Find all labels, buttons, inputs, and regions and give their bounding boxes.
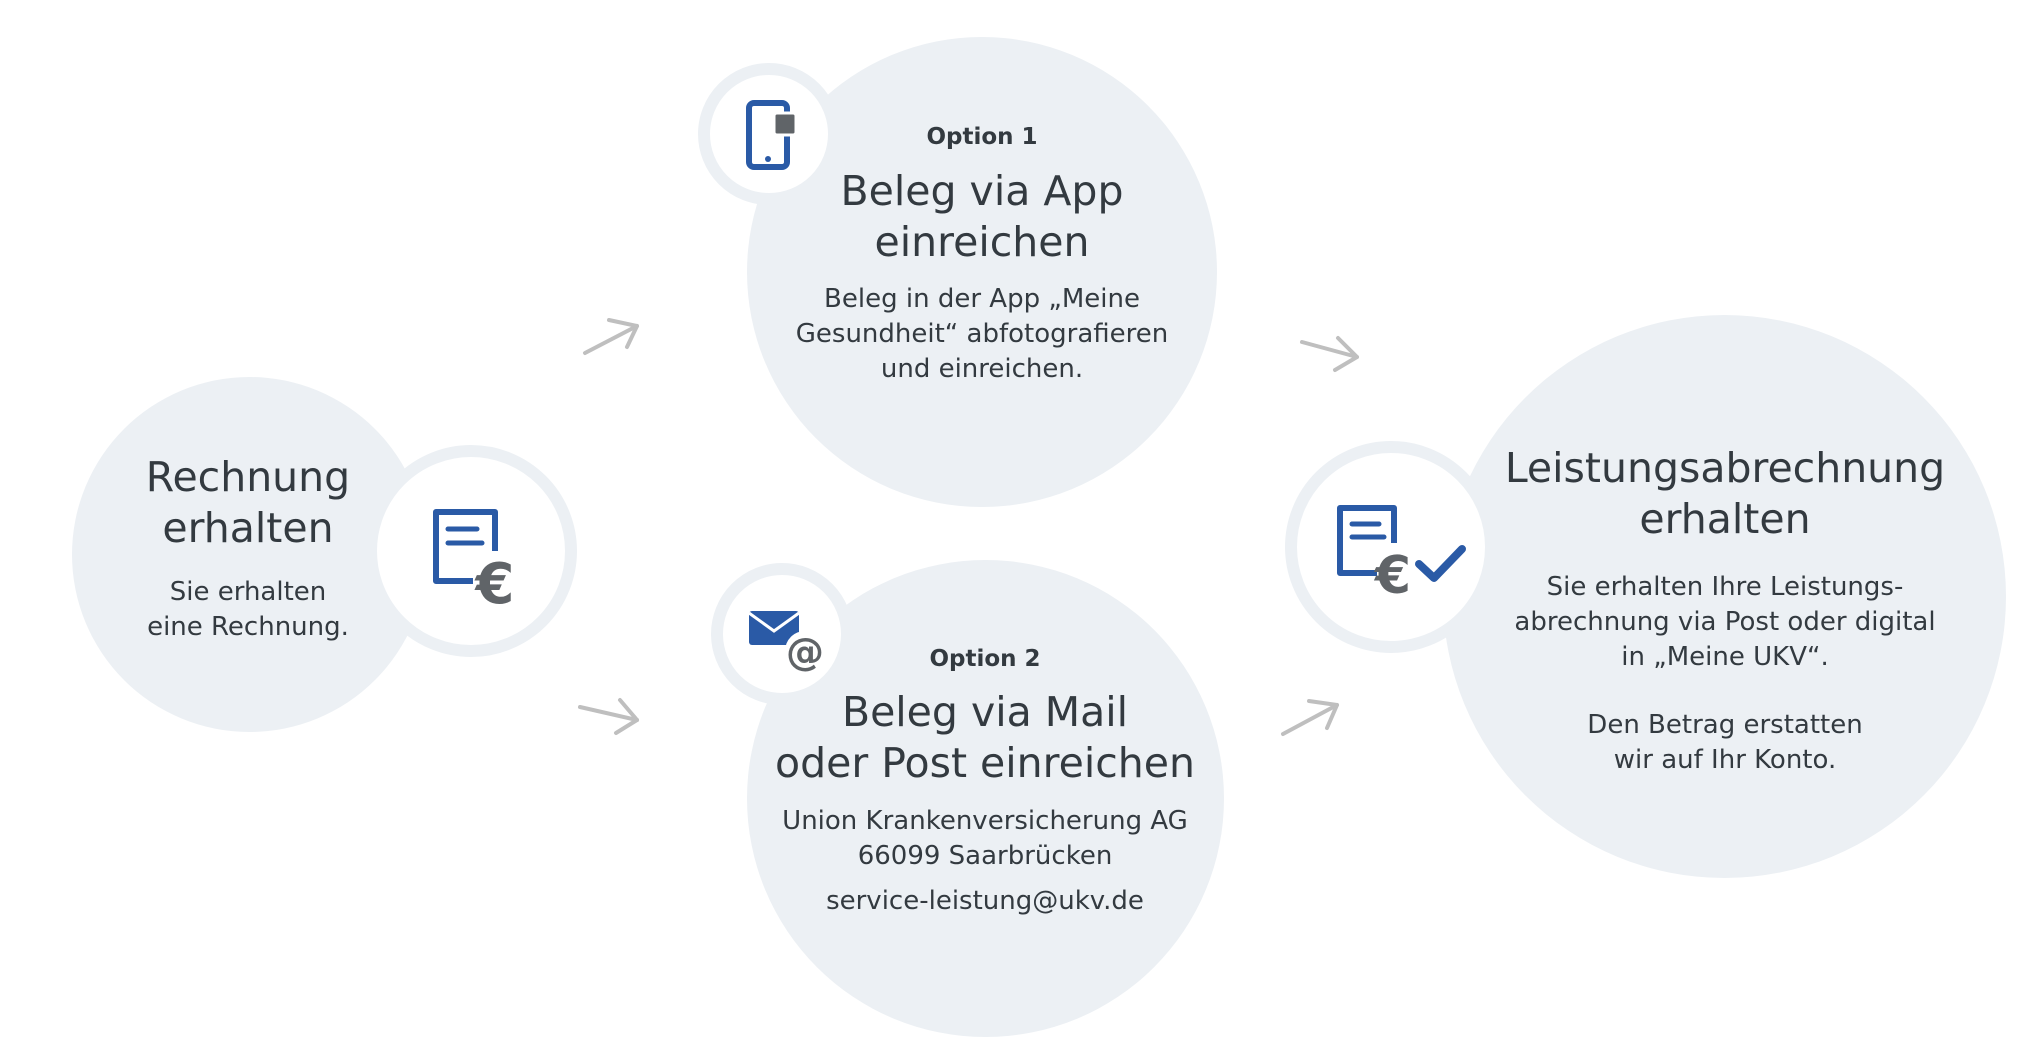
step-option1-title: Beleg via App einreichen [782, 166, 1182, 268]
mail-at-icon-ring: @ [711, 563, 853, 705]
svg-text:€: € [1374, 546, 1411, 606]
step-result-circle [1443, 315, 2006, 878]
step-option2-label: Option 2 [929, 646, 1041, 672]
invoice-euro-check-icon: € [1337, 505, 1466, 606]
step-option1-title-line: einreichen [874, 218, 1090, 266]
mail-at-icon: @ [748, 611, 825, 674]
svg-text:@: @ [786, 630, 824, 674]
step-option2-address-line: Union Krankenversicherung AG [782, 806, 1188, 836]
step-result-title-line: Leistungsabrechnung [1504, 444, 1946, 492]
step-option1-body-line: Gesundheit“ abfotografieren [795, 319, 1169, 349]
step-receive-body-line: Sie erhalten [169, 577, 327, 607]
svg-text:€: € [474, 552, 515, 617]
step-receive-body: Sie erhalten eine Rechnung. [98, 575, 398, 645]
step-result-body: Sie erhalten Ihre Leistungs- abrechnung … [1490, 570, 1960, 675]
step-option1-body: Beleg in der App „Meine Gesundheit“ abfo… [782, 282, 1182, 387]
step-result-title: Leistungsabrechnung erhalten [1490, 443, 1960, 545]
step-result-body-line: in „Meine UKV“. [1621, 642, 1829, 672]
step-result-body2-line: wir auf Ihr Konto. [1613, 745, 1837, 775]
step-result-body-line: Sie erhalten Ihre Leistungs- [1546, 572, 1904, 602]
smartphone-icon [746, 100, 798, 170]
arrow-to-option2-icon [578, 698, 639, 735]
step-result-body-line: abrechnung via Post oder digital [1514, 607, 1936, 637]
invoice-euro-icon: € [433, 509, 515, 617]
step-option1-body-line: und einreichen. [880, 354, 1084, 384]
step-option2-title-line: Beleg via Mail [841, 688, 1129, 736]
step-option2-email[interactable]: service-leistung@ukv.de [826, 886, 1144, 916]
arrow-from-option1-icon [1300, 336, 1359, 372]
step-option1-body-line: Beleg in der App „Meine [824, 284, 1140, 314]
step-option1-title-line: Beleg via App [840, 167, 1124, 215]
invoice-euro-check-icon-ring: € [1285, 441, 1497, 653]
step-option2-title-line: oder Post einreichen [775, 739, 1195, 787]
step-option2-address-line: 66099 Saarbrücken [857, 841, 1113, 871]
arrow-from-option2-icon [1281, 699, 1339, 736]
step-result-body2: Den Betrag erstatten wir auf Ihr Konto. [1490, 708, 1960, 778]
step-receive-title: Rechnung erhalten [98, 452, 398, 554]
step-option1-label: Option 1 [926, 124, 1038, 150]
step-receive-title-line: erhalten [162, 504, 334, 552]
arrow-to-option1-icon [583, 318, 639, 355]
step-result-body2-line: Den Betrag erstatten [1587, 710, 1863, 740]
step-receive-title-line: Rechnung [145, 453, 351, 501]
step-option2-address: Union Krankenversicherung AG 66099 Saarb… [760, 804, 1210, 874]
step-result-title-line: erhalten [1639, 495, 1811, 543]
step-receive-body-line: eine Rechnung. [147, 612, 349, 642]
step-option2-title: Beleg via Mail oder Post einreichen [760, 687, 1210, 789]
